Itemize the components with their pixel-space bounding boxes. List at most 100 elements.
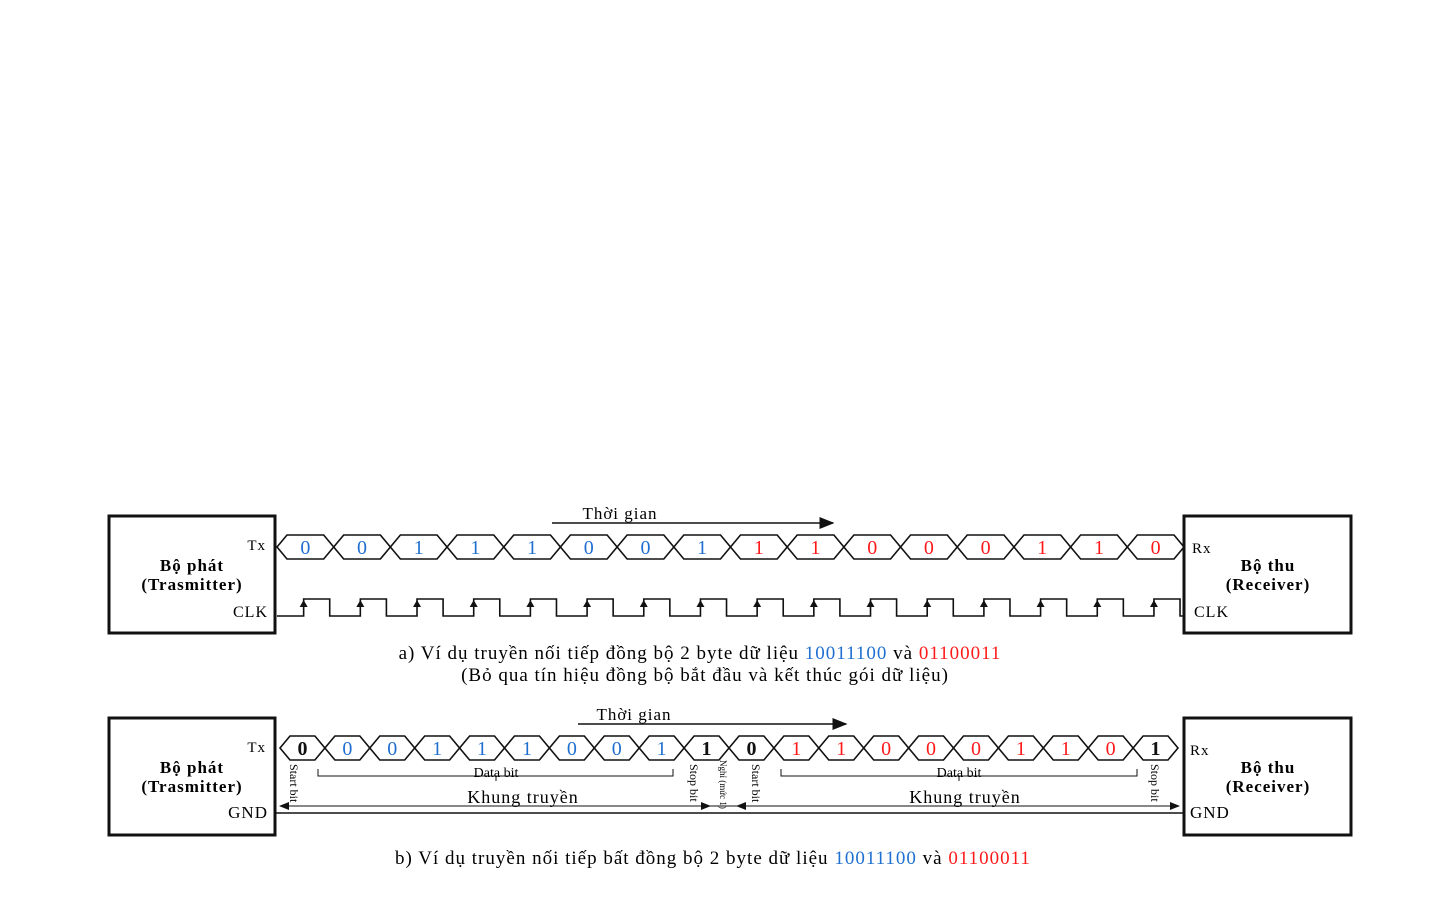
bit-value: 1 bbox=[1094, 537, 1104, 559]
caption-a-byte1: 10011100 bbox=[805, 643, 888, 664]
start-bit-label-2: Start bit bbox=[749, 764, 763, 803]
clock-rising-edge-arrow bbox=[1036, 600, 1045, 607]
bit-value: 1 bbox=[697, 537, 707, 559]
clock-rising-edge-arrow bbox=[526, 600, 535, 607]
gnd-label-right-b: GND bbox=[1190, 803, 1230, 822]
clock-rising-edge-arrow bbox=[866, 600, 875, 607]
frame-label-1: Khung truyền bbox=[467, 787, 578, 807]
caption-a-note: (Bỏ qua tín hiệu đồng bộ bắt đầu và kết … bbox=[461, 665, 949, 686]
clock-rising-edge-arrow bbox=[413, 600, 422, 607]
bit-value: 1 bbox=[1037, 537, 1047, 559]
transmitter-desc-b: (Trasmitter) bbox=[141, 777, 242, 796]
bit-value: 0 bbox=[584, 537, 594, 559]
clock-rising-edge-arrow bbox=[753, 600, 762, 607]
clock-rising-edge-arrow bbox=[923, 600, 932, 607]
bit-value: 1 bbox=[754, 537, 764, 559]
clock-rising-edge-arrow bbox=[1093, 600, 1102, 607]
caption-a-byte2: 01100011 bbox=[919, 643, 1002, 664]
tx-pin-label-b: Tx bbox=[247, 740, 266, 756]
bit-value: 1 bbox=[1016, 738, 1026, 760]
bit-value: 1 bbox=[1061, 738, 1071, 760]
bit-value: 1 bbox=[811, 537, 821, 559]
caption-b-mid: và bbox=[917, 848, 948, 869]
receiver-name-b: Bộ thu bbox=[1241, 758, 1296, 777]
bit-value: 0 bbox=[746, 738, 756, 760]
receiver-name-a: Bộ thu bbox=[1241, 556, 1296, 575]
time-label-b: Thời gian bbox=[596, 705, 671, 724]
clock-rising-edge-arrow bbox=[979, 600, 988, 607]
bit-value: 1 bbox=[1151, 738, 1161, 760]
clock-signal-a bbox=[277, 598, 1184, 617]
gnd-label-left-b: GND bbox=[228, 803, 268, 822]
clock-rising-edge-arrow bbox=[469, 600, 478, 607]
idle-label: Nghỉ (mức 1) bbox=[718, 760, 728, 809]
bit-value: 0 bbox=[1151, 537, 1161, 559]
bit-value: 0 bbox=[342, 738, 352, 760]
bit-value: 1 bbox=[527, 537, 537, 559]
bit-value: 1 bbox=[477, 738, 487, 760]
diagram-a-synchronous: Bộ phát (Trasmitter) Bộ thu (Receiver) T… bbox=[107, 504, 1353, 686]
frame-label-2: Khung truyền bbox=[909, 787, 1020, 807]
bit-value: 0 bbox=[567, 738, 577, 760]
bit-value: 0 bbox=[640, 537, 650, 559]
data-bit-label-1: Data bit bbox=[474, 766, 519, 781]
clock-rising-edge-arrow bbox=[639, 600, 648, 607]
receiver-box-b bbox=[1182, 716, 1353, 837]
bit-value: 0 bbox=[300, 537, 310, 559]
receiver-box-a bbox=[1182, 514, 1353, 635]
bit-cell bbox=[1132, 735, 1180, 761]
bit-value: 1 bbox=[702, 738, 712, 760]
caption-a-prefix: a) Ví dụ truyền nối tiếp đồng bộ 2 byte … bbox=[399, 643, 805, 664]
transmitter-name-b: Bộ phát bbox=[160, 758, 224, 777]
clock-waveform bbox=[277, 598, 1184, 617]
clk-pin-label-left-a: CLK bbox=[233, 604, 268, 621]
rx-pin-label-a: Rx bbox=[1192, 541, 1212, 557]
bit-value: 1 bbox=[657, 738, 667, 760]
clock-rising-edge-arrow bbox=[356, 600, 365, 607]
tx-pin-label-a: Tx bbox=[247, 538, 266, 554]
clock-rising-edge-arrow bbox=[583, 600, 592, 607]
clock-rising-edge-arrow bbox=[696, 600, 705, 607]
bit-value: 0 bbox=[981, 537, 991, 559]
bit-value: 0 bbox=[612, 738, 622, 760]
data-signal-b: 0 0 0 1 1 1 0 0 1 1 0 1 1 0 0 0 1 1 0 1 bbox=[278, 735, 1180, 761]
bit-value: 1 bbox=[836, 738, 846, 760]
caption-b: b) Ví dụ truyền nối tiếp bất đồng bộ 2 b… bbox=[395, 848, 1031, 869]
start-bit-label-1: Start bit bbox=[287, 764, 301, 803]
bit-value: 0 bbox=[926, 738, 936, 760]
caption-b-byte1: 10011100 bbox=[834, 848, 917, 869]
bit-value: 0 bbox=[971, 738, 981, 760]
bit-value: 1 bbox=[470, 537, 480, 559]
data-bit-label-2: Data bit bbox=[937, 766, 982, 781]
time-label-a: Thời gian bbox=[582, 504, 657, 523]
diagram-b-asynchronous: Bộ phát (Trasmitter) Bộ thu (Receiver) T… bbox=[107, 705, 1353, 869]
rx-pin-label-b: Rx bbox=[1190, 743, 1210, 759]
clock-rising-edge-arrow bbox=[299, 600, 308, 607]
bit-value: 0 bbox=[867, 537, 877, 559]
transmitter-desc-a: (Trasmitter) bbox=[141, 575, 242, 594]
caption-a: a) Ví dụ truyền nối tiếp đồng bộ 2 byte … bbox=[399, 643, 1002, 664]
clock-rising-edge-arrow bbox=[1149, 600, 1158, 607]
receiver-desc-a: (Receiver) bbox=[1226, 575, 1311, 594]
bit-value: 0 bbox=[297, 738, 307, 760]
bit-value: 0 bbox=[1106, 738, 1116, 760]
bit-value: 0 bbox=[881, 738, 891, 760]
caption-b-byte2: 01100011 bbox=[948, 848, 1031, 869]
transmitter-box-a bbox=[107, 514, 277, 635]
transmitter-box-b bbox=[107, 716, 277, 837]
bit-value: 1 bbox=[791, 738, 801, 760]
receiver-desc-b: (Receiver) bbox=[1226, 777, 1311, 796]
bit-value: 1 bbox=[414, 537, 424, 559]
bit-value: 1 bbox=[522, 738, 532, 760]
caption-b-prefix: b) Ví dụ truyền nối tiếp bất đồng bộ 2 b… bbox=[395, 848, 834, 869]
caption-a-mid: và bbox=[887, 643, 918, 664]
bit-value: 1 bbox=[432, 738, 442, 760]
bit-value: 0 bbox=[357, 537, 367, 559]
clock-rising-edge-arrow bbox=[809, 600, 818, 607]
stop-bit-label-1: Stop bit bbox=[687, 764, 701, 802]
bit-value: 0 bbox=[387, 738, 397, 760]
transmitter-name-a: Bộ phát bbox=[160, 556, 224, 575]
stop-bit-label-2: Stop bit bbox=[1148, 764, 1162, 802]
